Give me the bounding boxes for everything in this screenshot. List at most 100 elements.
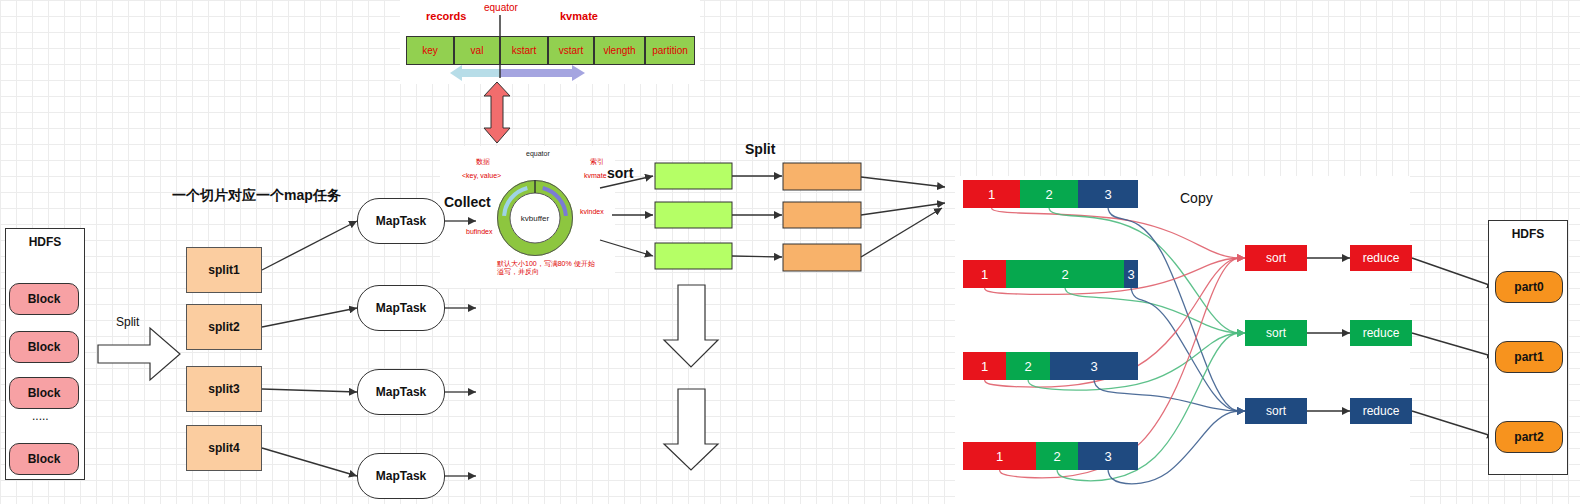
connector-arrow bbox=[1131, 288, 1245, 411]
connector-arrow bbox=[985, 258, 1246, 294]
image-ground bbox=[440, 146, 615, 288]
node-label: 3 bbox=[1127, 267, 1134, 282]
connector-arrow bbox=[1028, 333, 1245, 390]
record-cell: vstart bbox=[548, 36, 594, 65]
annotation-label: 索引 bbox=[590, 158, 604, 166]
partition-segment: 2 bbox=[1006, 352, 1050, 380]
node-label: reduce bbox=[1363, 326, 1400, 340]
node-label: MapTask bbox=[376, 301, 426, 315]
annotation-label: equator bbox=[526, 150, 550, 158]
partition-segment: 1 bbox=[963, 180, 1020, 208]
node-label: MapTask bbox=[376, 469, 426, 483]
output-file: part0 bbox=[1495, 271, 1563, 303]
connector-arrow bbox=[1412, 411, 1495, 437]
hollow-arrow bbox=[664, 389, 718, 470]
connector-arrow bbox=[1307, 410, 1350, 411]
block-box: Block bbox=[9, 331, 79, 363]
panel-title: HDFS bbox=[6, 235, 84, 249]
connector-arrow bbox=[262, 221, 357, 270]
block-box: Block bbox=[9, 283, 79, 315]
node-label: val bbox=[471, 45, 484, 56]
node-label: key bbox=[422, 45, 438, 56]
arrow bbox=[445, 475, 476, 476]
ring-edge bbox=[498, 181, 573, 256]
annotation-label: kvindex bbox=[580, 208, 604, 216]
connector-arrow bbox=[1065, 288, 1245, 333]
annotation-label: Copy bbox=[1180, 190, 1213, 206]
output-file: part1 bbox=[1495, 341, 1563, 373]
node-label: 1 bbox=[996, 449, 1003, 464]
equator-mark bbox=[534, 180, 536, 193]
process-box: reduce bbox=[1350, 245, 1412, 271]
node-label: Block bbox=[28, 452, 61, 466]
task-box: MapTask bbox=[357, 453, 445, 499]
annotation-label: 一个切片对应一个map任务 bbox=[172, 187, 341, 203]
record-cell: partition bbox=[645, 36, 695, 65]
arrow bbox=[600, 240, 653, 256]
node-label: split2 bbox=[208, 320, 239, 334]
node-label: reduce bbox=[1363, 251, 1400, 265]
spill-file-box bbox=[783, 202, 861, 228]
node-label: 3 bbox=[1090, 359, 1097, 374]
split-box: split3 bbox=[186, 366, 262, 412]
annotation-label: bufindex bbox=[466, 228, 492, 236]
task-box: MapTask bbox=[357, 369, 445, 415]
node-label: sort bbox=[1266, 326, 1286, 340]
partition-segment: 1 bbox=[963, 442, 1036, 470]
node-label: kvbuffer bbox=[521, 214, 549, 223]
annotation-label: Split bbox=[116, 316, 139, 330]
node-label: split3 bbox=[208, 382, 239, 396]
connector-arrow bbox=[262, 448, 357, 476]
annotation-label: records bbox=[426, 10, 466, 23]
arrow bbox=[861, 177, 945, 187]
arrow bbox=[732, 256, 782, 257]
node-label: 2 bbox=[1053, 449, 1060, 464]
partition-segment: 2 bbox=[1020, 180, 1078, 208]
node-label: split4 bbox=[208, 441, 239, 455]
hollow-arrow bbox=[664, 285, 718, 367]
node-label: 3 bbox=[1104, 187, 1111, 202]
node-label: kstart bbox=[512, 45, 536, 56]
image-ground bbox=[400, 0, 700, 84]
annotation-label: <key, value> bbox=[462, 172, 501, 180]
process-box: reduce bbox=[1350, 398, 1412, 424]
arrow bbox=[612, 214, 653, 215]
storage-panel: HDFSpart0part1part2 bbox=[1488, 220, 1568, 475]
direction-arc bbox=[542, 186, 568, 216]
annotation-label: Split bbox=[745, 141, 775, 157]
direction-arrow bbox=[450, 65, 500, 81]
direction-arrow bbox=[500, 65, 585, 81]
node-label: sort bbox=[1266, 404, 1286, 418]
node-label: part0 bbox=[1514, 280, 1543, 294]
connector-arrow bbox=[1412, 258, 1495, 287]
ring-edge bbox=[510, 193, 560, 243]
direction-arc bbox=[502, 186, 528, 216]
double-arrow bbox=[484, 82, 510, 143]
split-box: split4 bbox=[186, 425, 262, 471]
connector-arrow bbox=[262, 308, 357, 327]
node-label: MapTask bbox=[376, 385, 426, 399]
annotation-label: kvmate bbox=[560, 10, 598, 23]
arrow bbox=[732, 175, 782, 176]
task-box: MapTask bbox=[357, 285, 445, 331]
node-label: part2 bbox=[1514, 430, 1543, 444]
node-label: 1 bbox=[981, 359, 988, 374]
partition-segment: 1 bbox=[963, 352, 1006, 380]
node-label: part1 bbox=[1514, 350, 1543, 364]
split-box: split2 bbox=[186, 304, 262, 350]
node-label: Block bbox=[28, 292, 61, 306]
storage-panel: HDFSBlockBlockBlockBlock bbox=[5, 228, 85, 480]
arrow bbox=[445, 307, 476, 308]
connector-arrow bbox=[1094, 380, 1245, 411]
spill-file-box bbox=[783, 163, 861, 190]
partition-segment: 2 bbox=[1036, 442, 1078, 470]
node-label: 2 bbox=[1061, 267, 1068, 282]
partition-segment: 1 bbox=[963, 260, 1006, 288]
partition-segment: 3 bbox=[1124, 260, 1138, 288]
process-box: sort bbox=[1245, 320, 1307, 346]
annotation-label: Collect bbox=[444, 194, 491, 210]
node-label: vlength bbox=[603, 45, 635, 56]
output-file: part2 bbox=[1495, 421, 1563, 453]
image-ground bbox=[955, 176, 1410, 504]
spill-file-box bbox=[783, 244, 861, 271]
